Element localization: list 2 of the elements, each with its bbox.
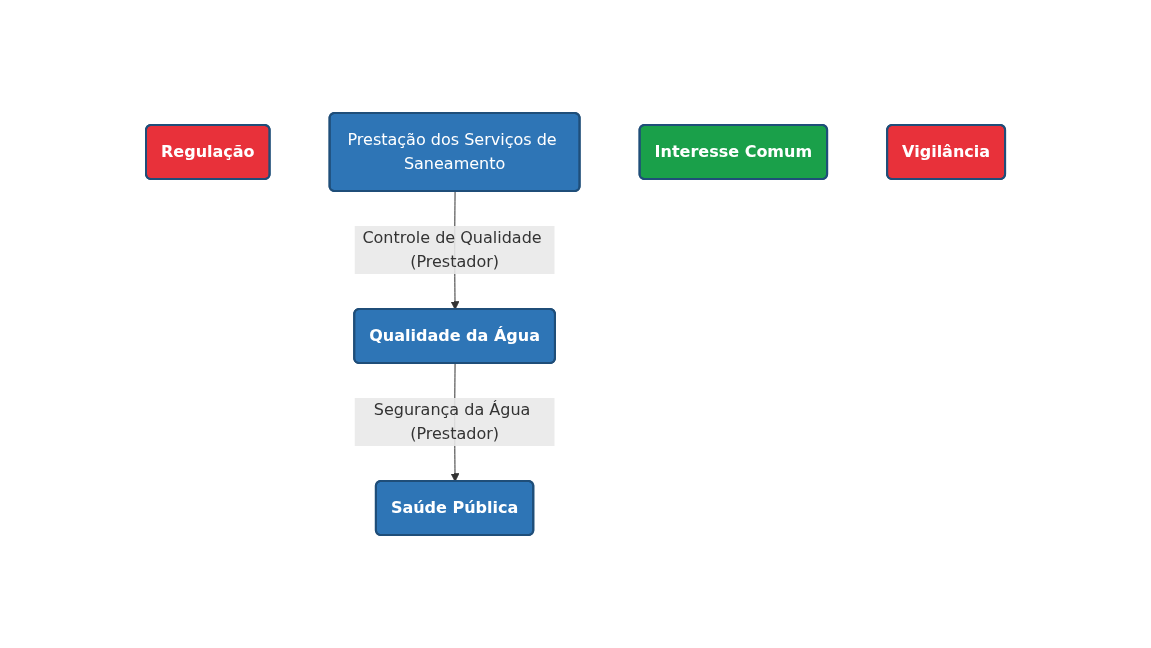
edge-label: Controle de Qualidade (Prestador): [362, 228, 542, 271]
edge-label: Segurança da Água (Prestador): [373, 400, 531, 443]
